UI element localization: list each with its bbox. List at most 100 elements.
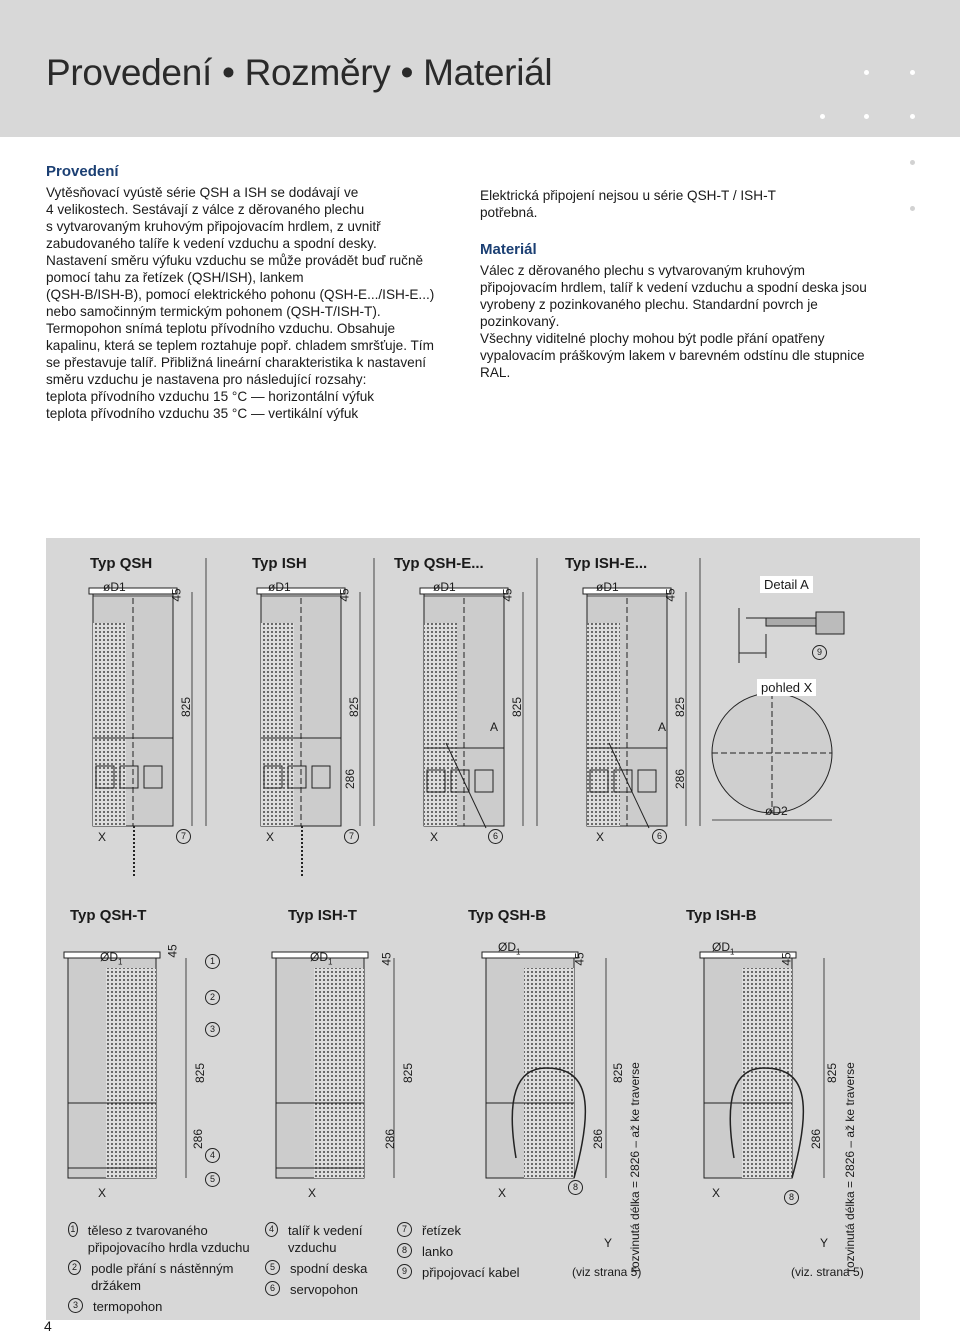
drawing-qsh [88, 587, 178, 878]
text-line: Všechny viditelné plochy mohou být podle… [480, 331, 825, 346]
drawing-ish-b [699, 951, 805, 1179]
type-label: Typ ISH [252, 555, 307, 572]
dim-286: 286 [191, 1128, 206, 1150]
dim-825: 825 [347, 696, 362, 718]
text-line: se přestavuje talíř. Přibližná lineární … [46, 355, 427, 370]
section-material: Elektrická připojení nejsou u série QSH-… [480, 187, 900, 381]
section-provedeni: Provedení Vytěsňovací vyústě série QSH a… [46, 163, 456, 422]
traverse-label: rozvinutá délka = 2826 – až ke traverse [843, 1062, 857, 1272]
marker-8: 8 [784, 1190, 809, 1208]
view-x-drawing [711, 692, 833, 821]
dim-825: 825 [673, 696, 688, 718]
text-line: 4 velikostech. Sestávají z válce z děrov… [46, 202, 365, 217]
dimension-lines-bottom [185, 958, 825, 1178]
marker-7: 7 [344, 829, 369, 847]
text-line: teplota přívodního vzduchu 35 °C — verti… [46, 406, 359, 421]
dim-45: 45 [572, 952, 587, 966]
marker-3: 3 [205, 1022, 230, 1040]
marker-6: 6 [652, 829, 677, 847]
dim-45: 45 [165, 944, 180, 958]
marker-2: 2 [205, 990, 230, 1008]
label-x: X [98, 1186, 107, 1200]
dim-286: 286 [591, 1128, 606, 1150]
text-line: kapalinu, která se teplem roztahuje popř… [46, 338, 434, 353]
text-line: směru vzduchu je nastavena pro následují… [46, 372, 367, 387]
label-x: X [308, 1186, 317, 1200]
type-label: Typ ISH-B [686, 907, 757, 924]
page-title: Provedení • Rozměry • Materiál [46, 52, 553, 93]
label-x: X [266, 830, 275, 844]
text-line: s vytvarovaným kruhovým připojovacím hrd… [46, 219, 381, 234]
dim-45: 45 [500, 588, 515, 602]
marker-1: 1 [205, 954, 230, 972]
drawing-qsh-e [419, 587, 509, 829]
text-line: připojovacím hrdlem, talíř k vedení vzdu… [480, 280, 867, 295]
drawing-ish-t [271, 951, 369, 1179]
label-x: X [98, 830, 107, 844]
dim-286: 286 [343, 768, 358, 790]
text-line: (QSH-B/ISH-B), pomocí elektrického pohon… [46, 287, 435, 302]
marker-7: 7 [176, 829, 201, 847]
dim-45: 45 [337, 588, 352, 602]
drawing-qsh-t [63, 951, 161, 1179]
drawing-ish [256, 587, 346, 878]
marker-9: 9 [812, 645, 837, 663]
dim-d1: ØD1 [712, 940, 735, 957]
text-line: Válec z děrovaného plechu s vytvarovaným… [480, 263, 805, 278]
type-label: Typ ISH-E... [565, 555, 648, 572]
dim-d1: øD1 [103, 580, 126, 594]
text-line: potřebná. [480, 205, 538, 220]
text-line: RAL. [480, 365, 511, 380]
text-line: Vytěsňovací vyústě série QSH a ISH se do… [46, 185, 359, 200]
dim-45: 45 [379, 952, 394, 966]
dim-d1: øD1 [433, 580, 456, 594]
text-line: teplota přívodního vzduchu 15 °C — horiz… [46, 389, 375, 404]
heading-provedeni: Provedení [46, 163, 119, 180]
text-line: Elektrická připojení nejsou u série QSH-… [480, 188, 776, 203]
text-line: pomocí tahu za řetízek (QSH/ISH), lankem [46, 270, 304, 285]
label-y: Y [604, 1236, 613, 1250]
marker-8: 8 [568, 1180, 593, 1198]
dim-d1: ØD1 [310, 950, 333, 967]
text-line: zabudovaného talíře k vedení vzduchu a s… [46, 236, 377, 251]
page-number: 4 [44, 1318, 52, 1334]
view-x-title: pohled X [757, 679, 817, 696]
text-line: Nastavení směru výfuku vzduchu se může p… [46, 253, 424, 268]
material-text: Válec z děrovaného plechu s vytvarovaným… [480, 262, 900, 381]
label-x: X [430, 830, 439, 844]
drawing-qsh-b [481, 951, 587, 1179]
text-line: vypalovacím práškovým lakem v barevném o… [480, 348, 865, 363]
technical-drawings [63, 558, 845, 1179]
type-label: Typ QSH-T [70, 907, 147, 924]
dimension-lines-top [93, 558, 701, 826]
label-x: X [712, 1186, 721, 1200]
label-x: X [498, 1186, 507, 1200]
text-line: pozinkovaný. [480, 314, 560, 329]
dim-825: 825 [193, 1062, 208, 1084]
dim-45: 45 [663, 588, 678, 602]
label-y: Y [820, 1236, 829, 1250]
label-x: X [596, 830, 605, 844]
text-line: nebo samočinným termickým pohonem (QSH-T… [46, 304, 381, 319]
marker-6: 6 [488, 829, 513, 847]
dim-45: 45 [779, 952, 794, 966]
header-band [0, 0, 960, 137]
dim-825: 825 [179, 696, 194, 718]
see-page-note: (viz. strana 5) [791, 1265, 864, 1279]
see-page-note: (viz strana 5) [572, 1265, 642, 1279]
type-label: Typ ISH-T [288, 907, 357, 924]
marker-5: 5 [205, 1172, 230, 1190]
dim-286: 286 [673, 768, 688, 790]
dim-d1: øD1 [596, 580, 619, 594]
dim-d1: ØD1 [498, 940, 521, 957]
